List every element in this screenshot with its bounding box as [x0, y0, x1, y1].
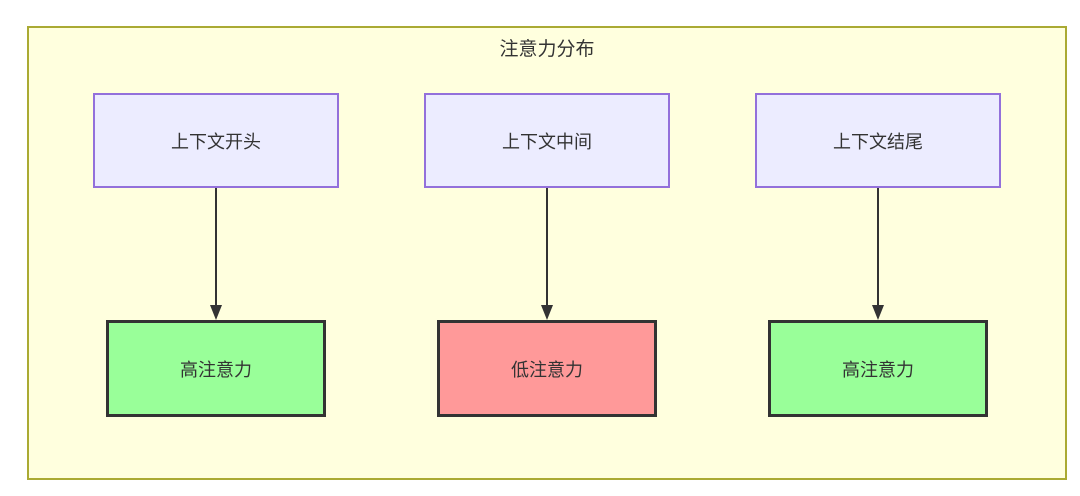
arrow-connector — [541, 188, 553, 320]
flow-column-context-start: 上下文开头 高注意力 — [93, 93, 339, 417]
flow-column-context-end: 上下文结尾 高注意力 — [755, 93, 1001, 417]
diagram-container: 注意力分布 上下文开头 高注意力 上下文中间 低注意力 上下文结尾 高注 — [27, 26, 1067, 480]
source-node-context-start: 上下文开头 — [93, 93, 339, 188]
result-node-high-attention-2: 高注意力 — [768, 320, 988, 417]
result-node-low-attention: 低注意力 — [437, 320, 657, 417]
diagram-columns: 上下文开头 高注意力 上下文中间 低注意力 上下文结尾 高注意力 — [29, 93, 1065, 417]
flow-column-context-middle: 上下文中间 低注意力 — [424, 93, 670, 417]
arrow-connector — [210, 188, 222, 320]
diagram-title: 注意力分布 — [499, 39, 595, 60]
result-node-high-attention-1: 高注意力 — [106, 320, 326, 417]
source-node-context-middle: 上下文中间 — [424, 93, 670, 188]
source-node-context-end: 上下文结尾 — [755, 93, 1001, 188]
arrow-connector — [872, 188, 884, 320]
